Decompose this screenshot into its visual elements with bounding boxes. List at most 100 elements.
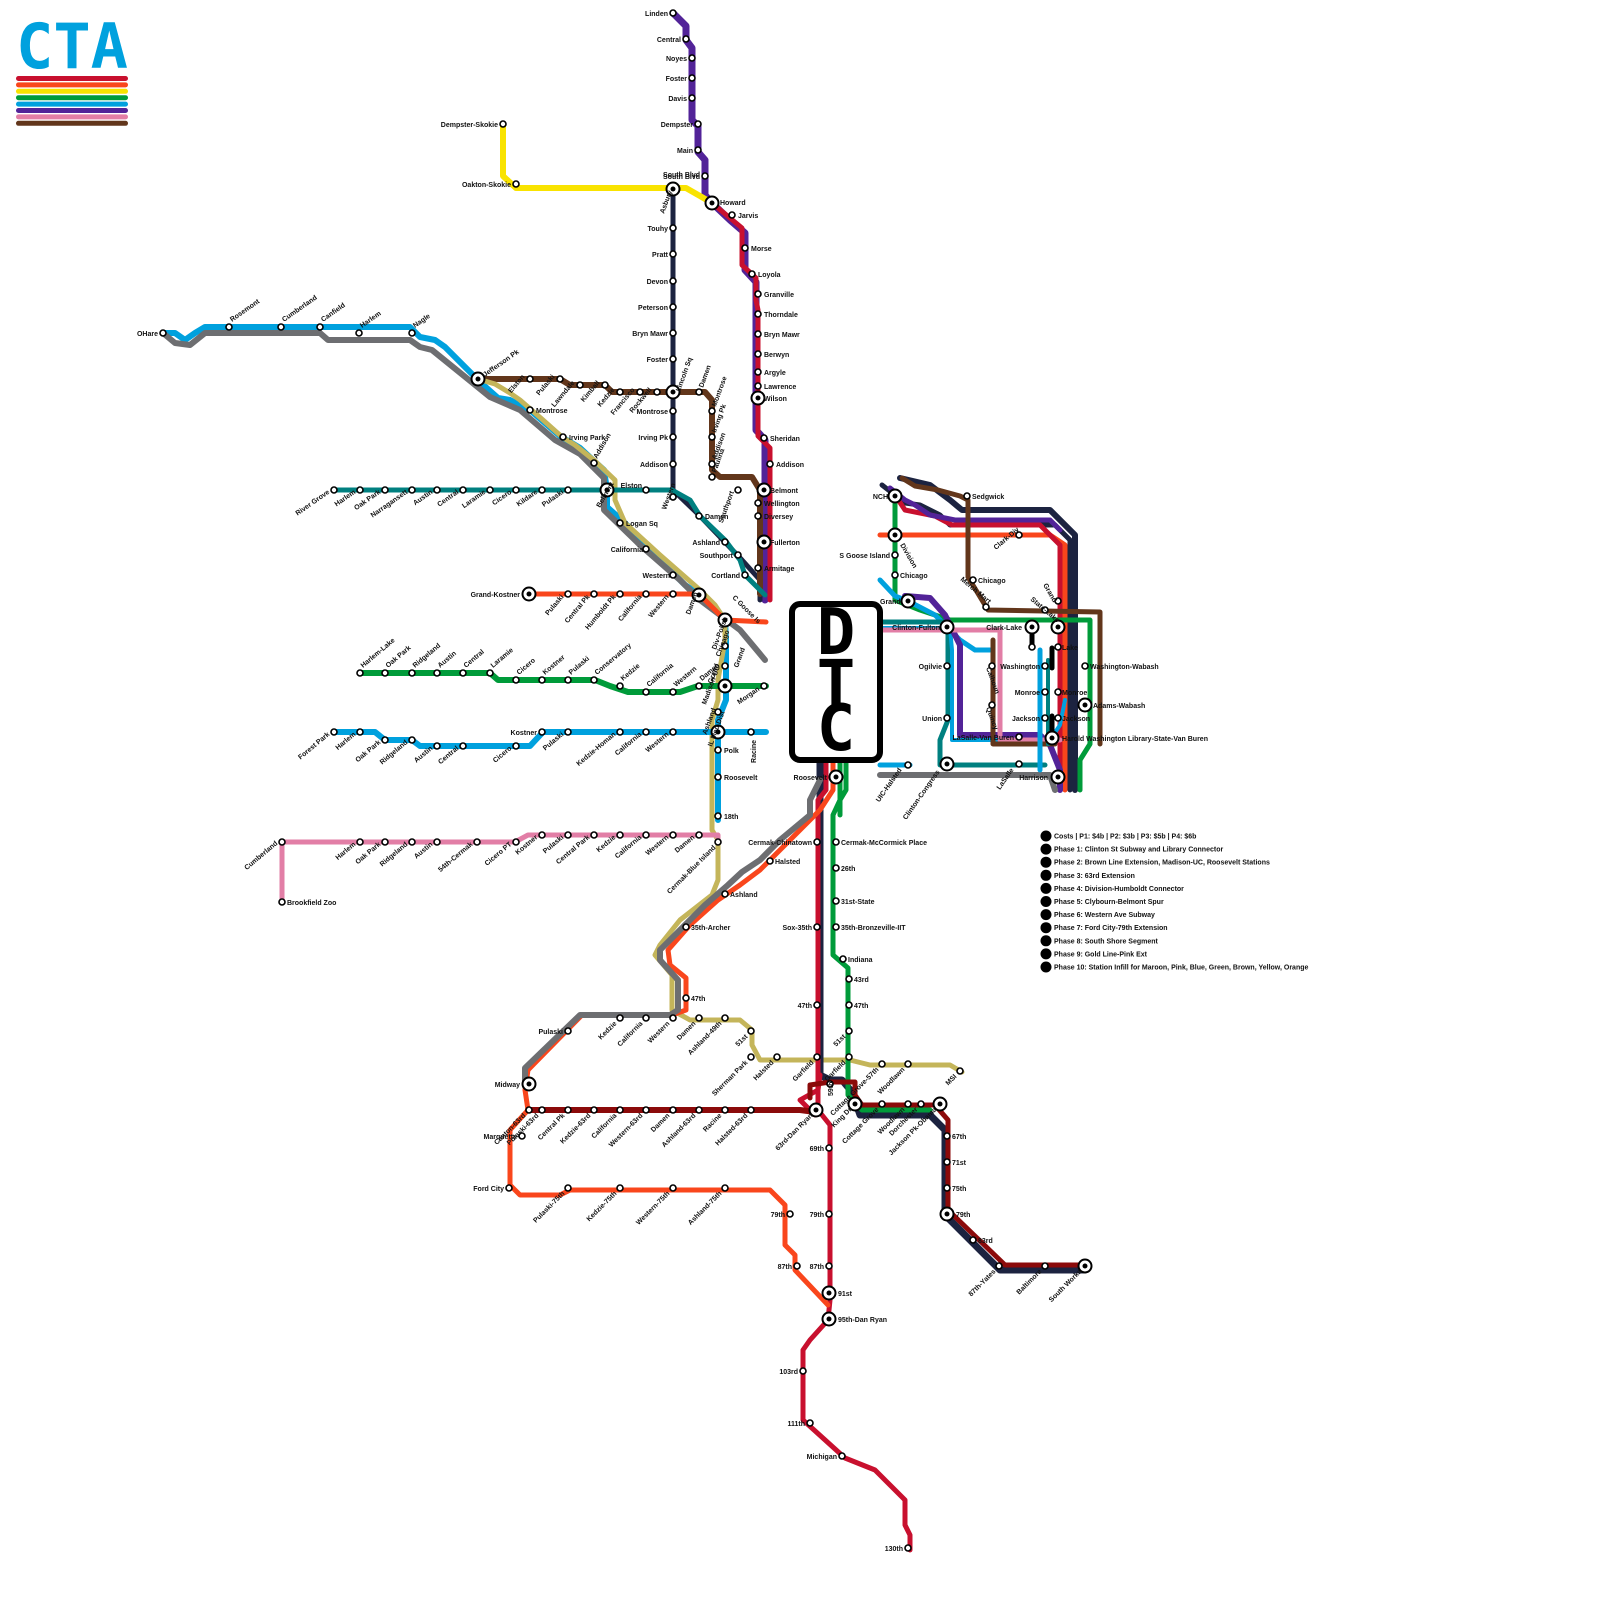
station-dot[interactable] <box>904 1544 912 1552</box>
station-dot[interactable] <box>754 330 762 338</box>
station-dot[interactable] <box>701 172 709 180</box>
station-dot[interactable] <box>825 1144 833 1152</box>
station-dot[interactable] <box>669 407 677 415</box>
station-dot[interactable] <box>832 923 840 931</box>
station-dot[interactable] <box>616 388 624 396</box>
station-dot[interactable] <box>433 838 441 846</box>
station-dot[interactable] <box>564 486 572 494</box>
station-dot[interactable] <box>813 1001 821 1009</box>
station-dot[interactable] <box>943 662 951 670</box>
station-dot[interactable] <box>564 831 572 839</box>
station-dot[interactable] <box>653 388 661 396</box>
station-dot[interactable] <box>669 277 677 285</box>
station-dot[interactable] <box>891 571 899 579</box>
station-dot[interactable] <box>538 831 546 839</box>
station-dot[interactable] <box>845 1053 853 1061</box>
station-dot[interactable] <box>695 512 703 520</box>
station-dot[interactable] <box>832 897 840 905</box>
station-dot[interactable] <box>825 1210 833 1218</box>
station-dot[interactable] <box>538 1106 546 1114</box>
station-dot[interactable] <box>601 381 609 389</box>
station-dot[interactable] <box>754 290 762 298</box>
station-dot[interactable] <box>408 669 416 677</box>
station-dot[interactable] <box>669 831 677 839</box>
station-dot[interactable] <box>408 838 416 846</box>
station-dot[interactable] <box>695 831 703 839</box>
station-dot[interactable] <box>754 350 762 358</box>
station-dot[interactable] <box>773 1053 781 1061</box>
station-dot[interactable] <box>642 1106 650 1114</box>
station-dot[interactable] <box>642 1014 650 1022</box>
station-dot[interactable] <box>356 838 364 846</box>
station-dot[interactable] <box>1041 662 1049 670</box>
station-dot[interactable] <box>754 512 762 520</box>
station-dot[interactable] <box>688 94 696 102</box>
station-dot[interactable] <box>559 433 567 441</box>
station-dot[interactable] <box>486 669 494 677</box>
station-dot[interactable] <box>616 1106 624 1114</box>
station-dot[interactable] <box>433 486 441 494</box>
station-dot[interactable] <box>642 590 650 598</box>
station-dot[interactable] <box>1041 1262 1049 1270</box>
station-dot[interactable] <box>943 1184 951 1192</box>
station-dot[interactable] <box>747 1053 755 1061</box>
station-dot[interactable] <box>721 538 729 546</box>
station-dot[interactable] <box>590 590 598 598</box>
station-dot[interactable] <box>721 662 729 670</box>
station-dot[interactable] <box>408 736 416 744</box>
station-dot[interactable] <box>813 1053 821 1061</box>
station-dot[interactable] <box>988 662 996 670</box>
station-dot[interactable] <box>576 381 584 389</box>
station-dot[interactable] <box>669 250 677 258</box>
station-dot[interactable] <box>714 838 722 846</box>
station-dot[interactable] <box>564 1106 572 1114</box>
station-dot[interactable] <box>526 375 534 383</box>
station-dot[interactable] <box>714 746 722 754</box>
station-dot[interactable] <box>878 1100 886 1108</box>
station-dot[interactable] <box>688 54 696 62</box>
station-dot[interactable] <box>1081 662 1089 670</box>
station-dot[interactable] <box>459 742 467 750</box>
station-dot[interactable] <box>748 270 756 278</box>
station-dot[interactable] <box>330 486 338 494</box>
station-dot[interactable] <box>786 1210 794 1218</box>
station-dot[interactable] <box>525 1106 533 1114</box>
station-dot[interactable] <box>669 571 677 579</box>
station-dot[interactable] <box>813 838 821 846</box>
station-dot[interactable] <box>826 1080 834 1088</box>
station-dot[interactable] <box>721 1184 729 1192</box>
station-dot[interactable] <box>734 486 742 494</box>
station-dot[interactable] <box>721 1106 729 1114</box>
station-dot[interactable] <box>616 831 624 839</box>
station-dot[interactable] <box>669 433 677 441</box>
station-dot[interactable] <box>459 486 467 494</box>
station-dot[interactable] <box>616 682 624 690</box>
station-dot[interactable] <box>708 433 716 441</box>
station-dot[interactable] <box>741 244 749 252</box>
station-dot[interactable] <box>590 459 598 467</box>
station-dot[interactable] <box>754 310 762 318</box>
station-dot[interactable] <box>695 1106 703 1114</box>
station-dot[interactable] <box>669 590 677 598</box>
station-dot[interactable] <box>1015 733 1023 741</box>
station-dot[interactable] <box>943 1158 951 1166</box>
station-dot[interactable] <box>538 676 546 684</box>
station-dot[interactable] <box>538 728 546 736</box>
station-dot[interactable] <box>694 120 702 128</box>
station-dot[interactable] <box>682 923 690 931</box>
station-dot[interactable] <box>904 1060 912 1068</box>
station-dot[interactable] <box>845 1001 853 1009</box>
station-dot[interactable] <box>878 1060 886 1068</box>
station-dot[interactable] <box>499 120 507 128</box>
station-dot[interactable] <box>278 898 286 906</box>
station-dot[interactable] <box>963 492 971 500</box>
station-dot[interactable] <box>669 460 677 468</box>
station-dot[interactable] <box>381 838 389 846</box>
station-dot[interactable] <box>669 224 677 232</box>
station-dot[interactable] <box>708 473 716 481</box>
station-dot[interactable] <box>564 590 572 598</box>
station-dot[interactable] <box>669 493 677 501</box>
station-dot[interactable] <box>225 323 233 331</box>
station-dot[interactable] <box>721 1014 729 1022</box>
station-dot[interactable] <box>356 486 364 494</box>
